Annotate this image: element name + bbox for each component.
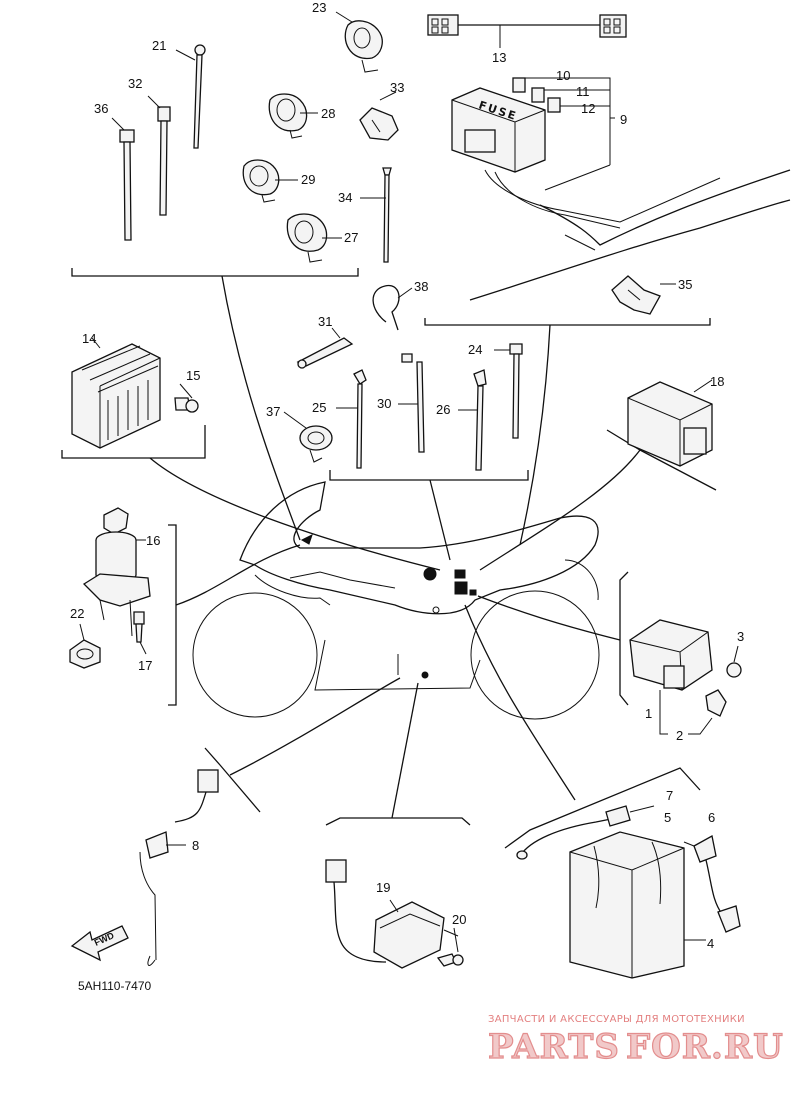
callout-38: 38: [414, 279, 428, 294]
callout-21: 21: [152, 38, 166, 53]
clamp-23: [335, 11, 383, 73]
motorcycle-outline: [192, 481, 600, 720]
relay-18: [627, 379, 713, 467]
callout-1: 1: [645, 706, 652, 721]
callout-18: 18: [710, 374, 724, 389]
callout-29: 29: [301, 172, 315, 187]
rectifier-14: [71, 337, 199, 449]
callout-14: 14: [82, 331, 96, 346]
callout-22: 22: [70, 606, 84, 621]
connector-13: [427, 14, 627, 48]
callout-16: 16: [146, 533, 160, 548]
callout-30: 30: [377, 396, 391, 411]
callout-24: 24: [468, 342, 482, 357]
callout-19: 19: [376, 880, 390, 895]
fuse-box: FUSE: [451, 77, 791, 301]
callout-23: 23: [312, 0, 326, 15]
callout-10: 10: [556, 68, 570, 83]
cable-tie-24: [494, 343, 523, 439]
cable-tie-34: [360, 167, 392, 263]
cable-tie-21: [175, 44, 206, 149]
callout-8: 8: [192, 838, 199, 853]
callout-25: 25: [312, 400, 326, 415]
callout-31: 31: [318, 314, 332, 329]
callout-32: 32: [128, 76, 142, 91]
main-switch-16: [69, 507, 151, 669]
callout-26: 26: [436, 402, 450, 417]
part-code: 5AH110-7470: [78, 979, 151, 993]
callout-15: 15: [186, 368, 200, 383]
clamp-29: [242, 159, 298, 203]
callout-2: 2: [676, 728, 683, 743]
callout-36: 36: [94, 101, 108, 116]
callout-12: 12: [581, 101, 595, 116]
cable-tie-25: [336, 369, 367, 469]
callout-11: 11: [576, 84, 590, 99]
watermark-tagline: ЗАПЧАСТИ И АКСЕССУАРЫ ДЛЯ МОТОТЕХНИКИ: [488, 1014, 745, 1025]
callout-13: 13: [492, 50, 506, 65]
callout-7: 7: [666, 788, 673, 803]
starter-relay-1: [629, 619, 742, 735]
callout-6: 6: [708, 810, 715, 825]
clip-35: [611, 275, 676, 315]
clamp-28: [268, 93, 318, 139]
callout-5: 5: [664, 810, 671, 825]
clip-38: [372, 284, 413, 331]
neutral-switch-8: [139, 769, 219, 967]
callout-20: 20: [452, 912, 466, 927]
cable-tie-26: [458, 369, 487, 471]
callout-34: 34: [338, 190, 352, 205]
callout-33: 33: [390, 80, 404, 95]
fwd-arrow-icon: FWD: [70, 925, 129, 962]
cable-tie-30: [398, 353, 425, 453]
clamp-27: [286, 213, 342, 263]
battery-4: [516, 805, 741, 979]
callout-17: 17: [138, 658, 152, 673]
cable-tie-32: [147, 95, 171, 216]
clamp-37: [283, 411, 333, 463]
cable-tie-36: [111, 117, 135, 241]
callout-labels: 1 2 3 4 5 6 7 8 9 10 11 12 13 14 15 16 1…: [70, 0, 744, 951]
callout-37: 37: [266, 404, 280, 419]
clip-33: [359, 91, 399, 141]
bracket-31: [296, 327, 354, 369]
group-connectors: [61, 268, 717, 849]
callout-27: 27: [344, 230, 358, 245]
callout-35: 35: [678, 277, 692, 292]
callout-3: 3: [737, 629, 744, 644]
callout-9: 9: [620, 112, 627, 127]
callout-28: 28: [321, 106, 335, 121]
sidestand-switch-19: [325, 859, 464, 969]
callout-4: 4: [707, 936, 714, 951]
